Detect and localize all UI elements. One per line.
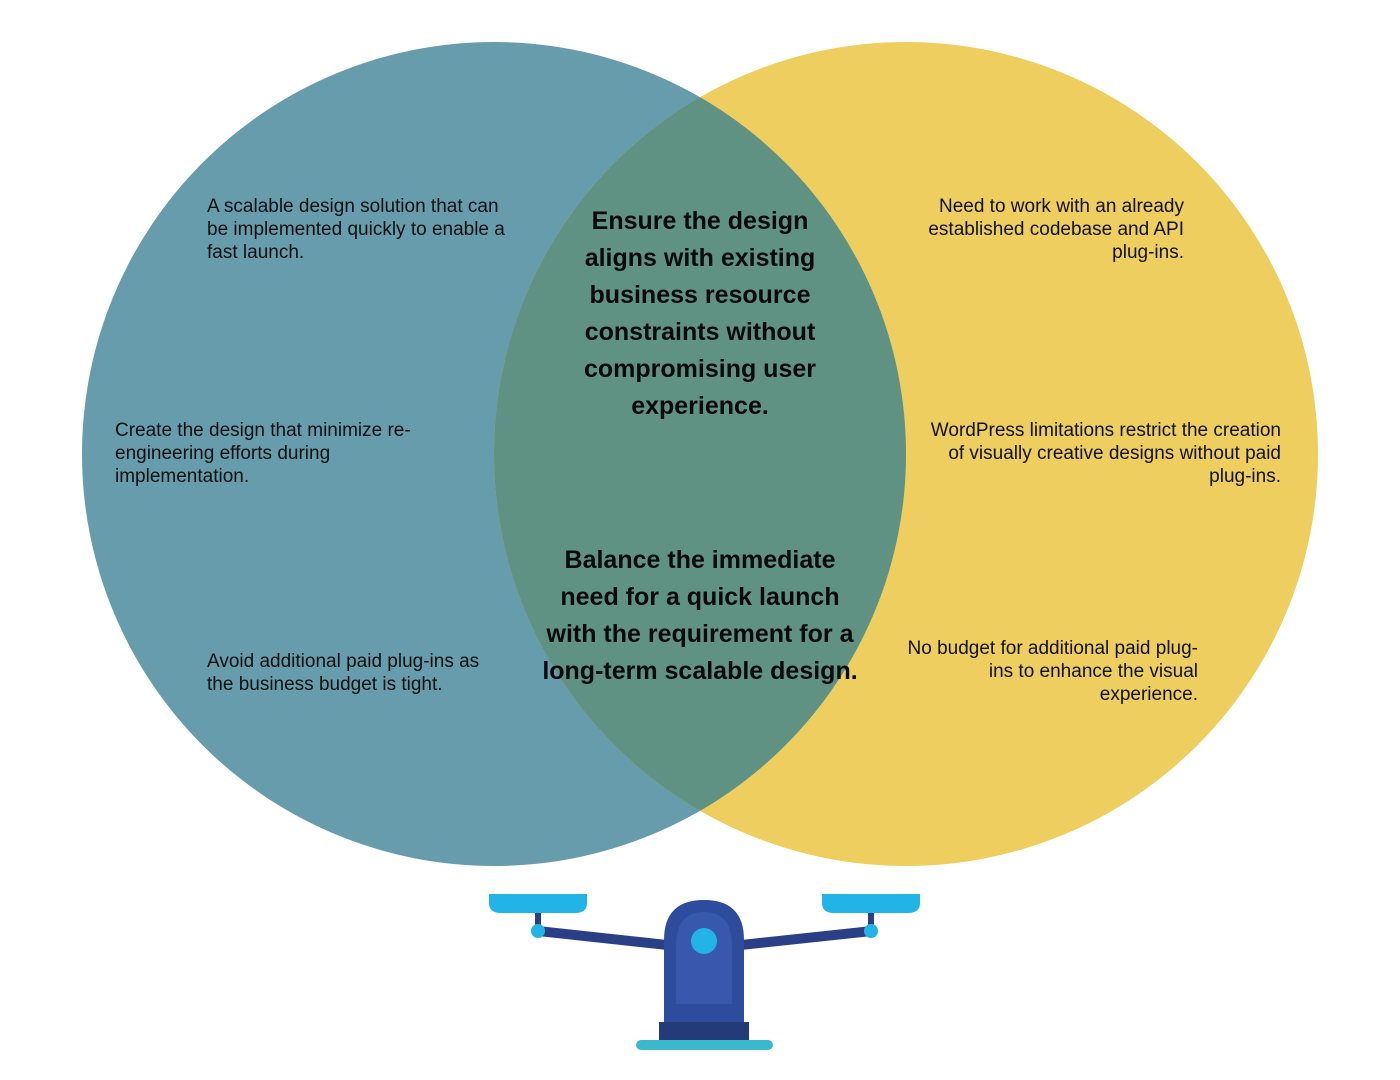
left-note-2: Create the design that minimize re-engin… xyxy=(115,420,411,487)
left-note-3: Avoid additional paid plug-ins as the bu… xyxy=(207,651,480,695)
overlap-text-top: Ensure the design aligns with existing b… xyxy=(584,207,816,420)
right-note-3: No budget for additional paid plug-ins t… xyxy=(907,638,1198,705)
balance-scale-icon xyxy=(489,894,920,1050)
right-note-1: Need to work with an already established… xyxy=(928,196,1184,263)
overlap-text-bottom: Balance the immediate need for a quick l… xyxy=(542,546,858,685)
overlap-region xyxy=(494,42,906,866)
left-note-1: A scalable design solution that can be i… xyxy=(207,196,505,263)
right-note-2: WordPress limitations restrict the creat… xyxy=(930,420,1281,487)
